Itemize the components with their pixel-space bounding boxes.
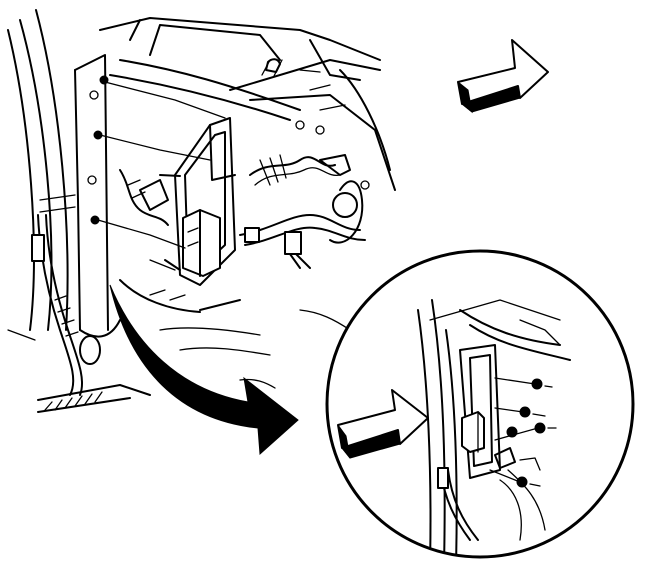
- control-module: [182, 209, 221, 277]
- direction-arrow-icon: [457, 39, 549, 114]
- top-connector: [261, 58, 283, 77]
- door-sill: [37, 384, 151, 413]
- dash-wiring: [239, 154, 366, 269]
- fastener-icon: [93, 130, 103, 140]
- dash-upper-structure: [99, 17, 396, 191]
- door-pillar: [7, 9, 109, 341]
- fastener-icon: [90, 215, 100, 225]
- fastener-icon: [99, 75, 109, 85]
- wiring-harness-left: [31, 214, 121, 396]
- curved-arrow-icon: [109, 284, 299, 456]
- fastener-lines: [87, 75, 226, 271]
- harness-connector: [31, 234, 45, 262]
- detail-inset: [325, 249, 635, 559]
- direction-arrow-icon: [337, 389, 429, 459]
